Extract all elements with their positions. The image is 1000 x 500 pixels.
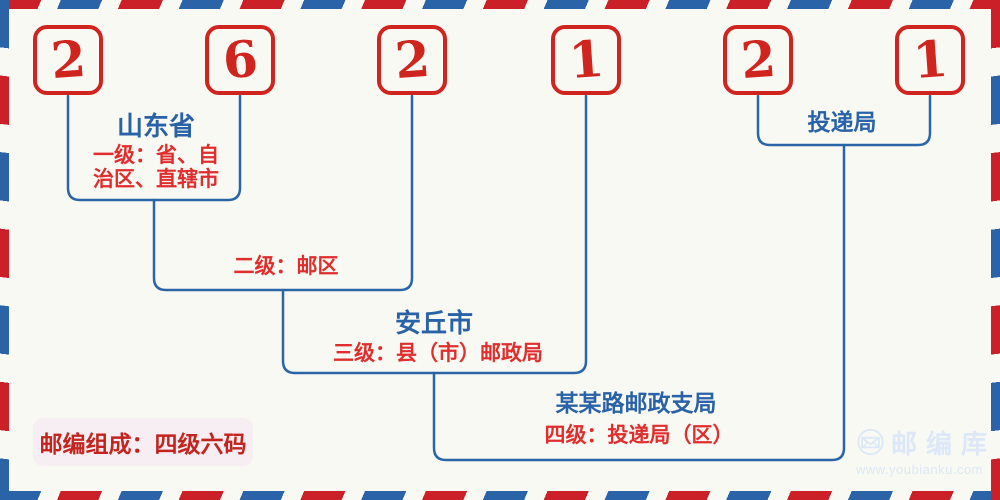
level1-description-line2: 治区、直辖市 bbox=[93, 168, 219, 192]
composition-badge: 邮编组成：四级六码 bbox=[33, 418, 253, 466]
level4-description: 四级：投递局（区） bbox=[544, 424, 734, 447]
bracket-level4 bbox=[432, 143, 846, 462]
digit-box-1: 2 bbox=[33, 25, 103, 95]
digit-box-4: 1 bbox=[551, 25, 621, 95]
digit-box-3: 2 bbox=[377, 25, 447, 95]
digit-6: 1 bbox=[910, 28, 950, 91]
digit-2: 6 bbox=[220, 28, 260, 91]
airmail-border-right bbox=[991, 0, 1000, 500]
digit-5: 2 bbox=[738, 28, 778, 91]
airmail-border-top bbox=[0, 0, 1000, 9]
digit-box-5: 2 bbox=[723, 25, 793, 95]
level4-branch-name: 某某路邮政支局 bbox=[555, 390, 717, 416]
digit-3: 2 bbox=[392, 28, 432, 91]
level2-description: 二级：邮区 bbox=[233, 255, 339, 278]
level1-description: 一级：省、自 治区、直辖市 bbox=[93, 144, 219, 192]
envelope-in-circle-icon bbox=[857, 428, 884, 456]
composition-badge-text: 邮编组成：四级六码 bbox=[39, 431, 247, 458]
digit-1: 2 bbox=[48, 28, 88, 91]
digit-box-6: 1 bbox=[895, 25, 965, 95]
site-url: www.youbianku.com bbox=[856, 462, 983, 477]
level1-description-line1: 一级：省、自 bbox=[93, 144, 219, 167]
level3-description: 三级：县（市）邮政局 bbox=[333, 342, 543, 365]
level3-city-name: 安丘市 bbox=[394, 308, 474, 338]
level1-province-name: 山东省 bbox=[116, 111, 196, 141]
airmail-border-left bbox=[0, 0, 9, 500]
airmail-border-bottom bbox=[0, 491, 1000, 500]
digit-box-2: 6 bbox=[205, 25, 275, 95]
site-logo: 邮编库 www.youbianku.com bbox=[856, 423, 996, 478]
site-name: 邮编库 bbox=[890, 428, 996, 459]
delivery-office-label: 投递局 bbox=[807, 109, 877, 135]
bracket-delivery-office bbox=[756, 94, 932, 147]
digit-4: 1 bbox=[566, 28, 606, 91]
